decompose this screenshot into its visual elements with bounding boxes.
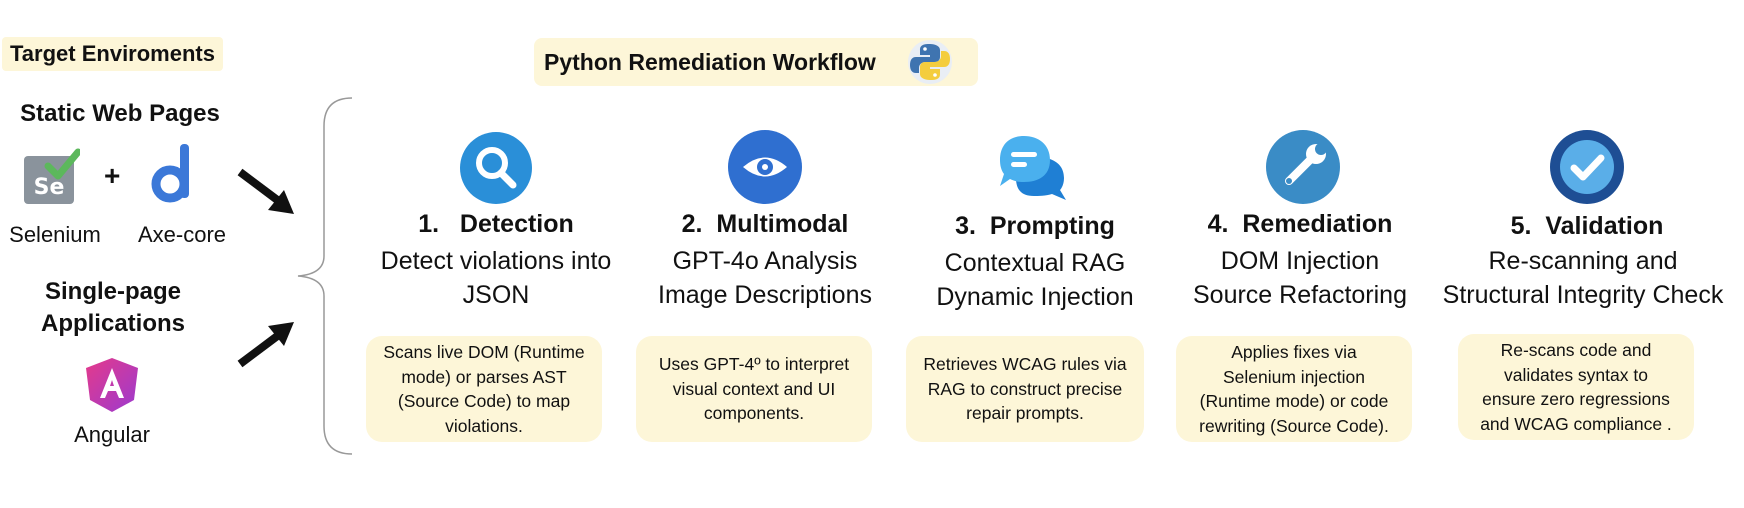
plus-sign: + — [104, 160, 121, 191]
step-5-sub-line1: Re-scanning and — [1488, 247, 1678, 275]
step-3-description-box: Retrieves WCAG rules via RAG to construc… — [906, 336, 1144, 442]
step-2-heading: 2. Multimodal — [630, 210, 900, 239]
angular-logo-icon — [84, 356, 140, 414]
step-5-desc-line: and WCAG compliance . — [1480, 413, 1672, 434]
step-4-sub-line2: Source Refactoring — [1192, 281, 1407, 309]
step-1-subtitle: Detect violations into JSON — [342, 244, 650, 312]
workflow-title-box: Python Remediation Workflow — [534, 38, 978, 86]
step-2-sub-line2: Image Descriptions — [658, 281, 872, 309]
step-4-subtitle: DOM Injection Source Refactoring — [1150, 244, 1450, 312]
step-1-desc-line: Scans live DOM (Runtime — [383, 342, 585, 362]
step-3-heading: 3. Prompting — [910, 212, 1160, 241]
step-1-desc-line: mode) or parses AST — [401, 366, 567, 387]
step-1-sub-line1: Detect violations into — [380, 247, 612, 275]
step-4-description-box: Applies fixes via Selenium injection (Ru… — [1176, 336, 1412, 442]
step-3-name: Prompting — [989, 212, 1115, 240]
selenium-label: Selenium — [9, 222, 101, 247]
step-4-number: 4. — [1207, 210, 1229, 238]
step-5-desc-line: ensure zero regressions — [1482, 389, 1670, 409]
spa-title-line1: Single-page — [44, 278, 182, 305]
arrow-up-right-icon — [236, 318, 296, 368]
arrow-down-right-icon — [236, 168, 296, 218]
step-2-description-box: Uses GPT-4º to interpret visual context … — [636, 336, 872, 442]
python-logo-icon — [906, 38, 954, 86]
step-3-sub-line1: Contextual RAG — [944, 249, 1126, 277]
axe-core-label: Axe-core — [137, 222, 227, 247]
wrench-icon — [1266, 130, 1340, 204]
step-2-sub-line1: GPT-4o Analysis — [672, 247, 858, 275]
step-1-heading: 1. Detection — [352, 210, 640, 239]
step-2-number: 2. — [681, 210, 703, 238]
step-3-desc-line: repair prompts. — [966, 403, 1084, 424]
step-5-desc-line: validates syntax to — [1504, 364, 1648, 385]
step-1-number: 1. — [418, 210, 440, 238]
step-2-desc-line: Uses GPT-4º to interpret — [658, 354, 850, 375]
magnifier-icon — [460, 132, 532, 204]
step-3-subtitle: Contextual RAG Dynamic Injection — [890, 246, 1180, 314]
step-4-desc-line: Selenium injection — [1222, 366, 1366, 387]
step-4-desc-line: (Runtime mode) or code — [1199, 391, 1389, 411]
step-2-subtitle: GPT-4o Analysis Image Descriptions — [620, 244, 910, 312]
target-environments-label: Target Enviroments — [2, 37, 223, 71]
step-5-name: Validation — [1545, 212, 1664, 240]
step-3-number: 3. — [955, 212, 976, 240]
workflow-title: Python Remediation Workflow — [544, 49, 876, 75]
selenium-logo-icon: Se — [22, 148, 82, 206]
axe-core-logo-icon — [148, 142, 198, 206]
curly-brace — [294, 96, 354, 456]
step-4-desc-line: Applies fixes via — [1231, 342, 1357, 362]
step-5-number: 5. — [1510, 212, 1532, 240]
step-2-desc-line: visual context and UI — [672, 378, 836, 399]
step-1-desc-line: (Source Code) to map — [397, 391, 571, 411]
step-3-desc-line: Retrieves WCAG rules via — [923, 354, 1127, 375]
spa-title-line2: Applications — [40, 310, 185, 337]
angular-label: Angular — [74, 422, 150, 447]
step-4-name: Remediation — [1242, 210, 1393, 238]
eye-icon — [728, 130, 802, 204]
step-4-sub-line1: DOM Injection — [1220, 247, 1380, 275]
step-1-sub-line2: JSON — [462, 281, 530, 309]
chat-bubbles-icon — [998, 134, 1070, 204]
step-5-heading: 5. Validation — [1460, 212, 1714, 241]
static-web-pages-title: Static Web Pages — [20, 100, 220, 127]
step-5-desc-line: Re-scans code and — [1500, 340, 1652, 360]
step-5-sub-line2: Structural Integrity Check — [1442, 281, 1724, 309]
checkmark-badge-icon — [1550, 130, 1624, 204]
step-4-heading: 4. Remediation — [1170, 210, 1430, 239]
step-2-name: Multimodal — [716, 210, 849, 238]
step-1-description-box: Scans live DOM (Runtime mode) or parses … — [366, 336, 602, 442]
step-3-desc-line: RAG to construct precise — [927, 378, 1123, 399]
step-3-sub-line2: Dynamic Injection — [936, 283, 1134, 311]
spa-title: Single-page Applications — [0, 276, 226, 340]
step-1-name: Detection — [459, 210, 574, 238]
step-5-subtitle: Re-scanning and Structural Integrity Che… — [1424, 244, 1742, 312]
step-5-description-box: Re-scans code and validates syntax to en… — [1458, 334, 1694, 440]
step-1-desc-line: violations. — [445, 415, 523, 436]
step-4-desc-line: rewriting (Source Code). — [1199, 415, 1389, 436]
step-2-desc-line: components. — [703, 403, 805, 424]
